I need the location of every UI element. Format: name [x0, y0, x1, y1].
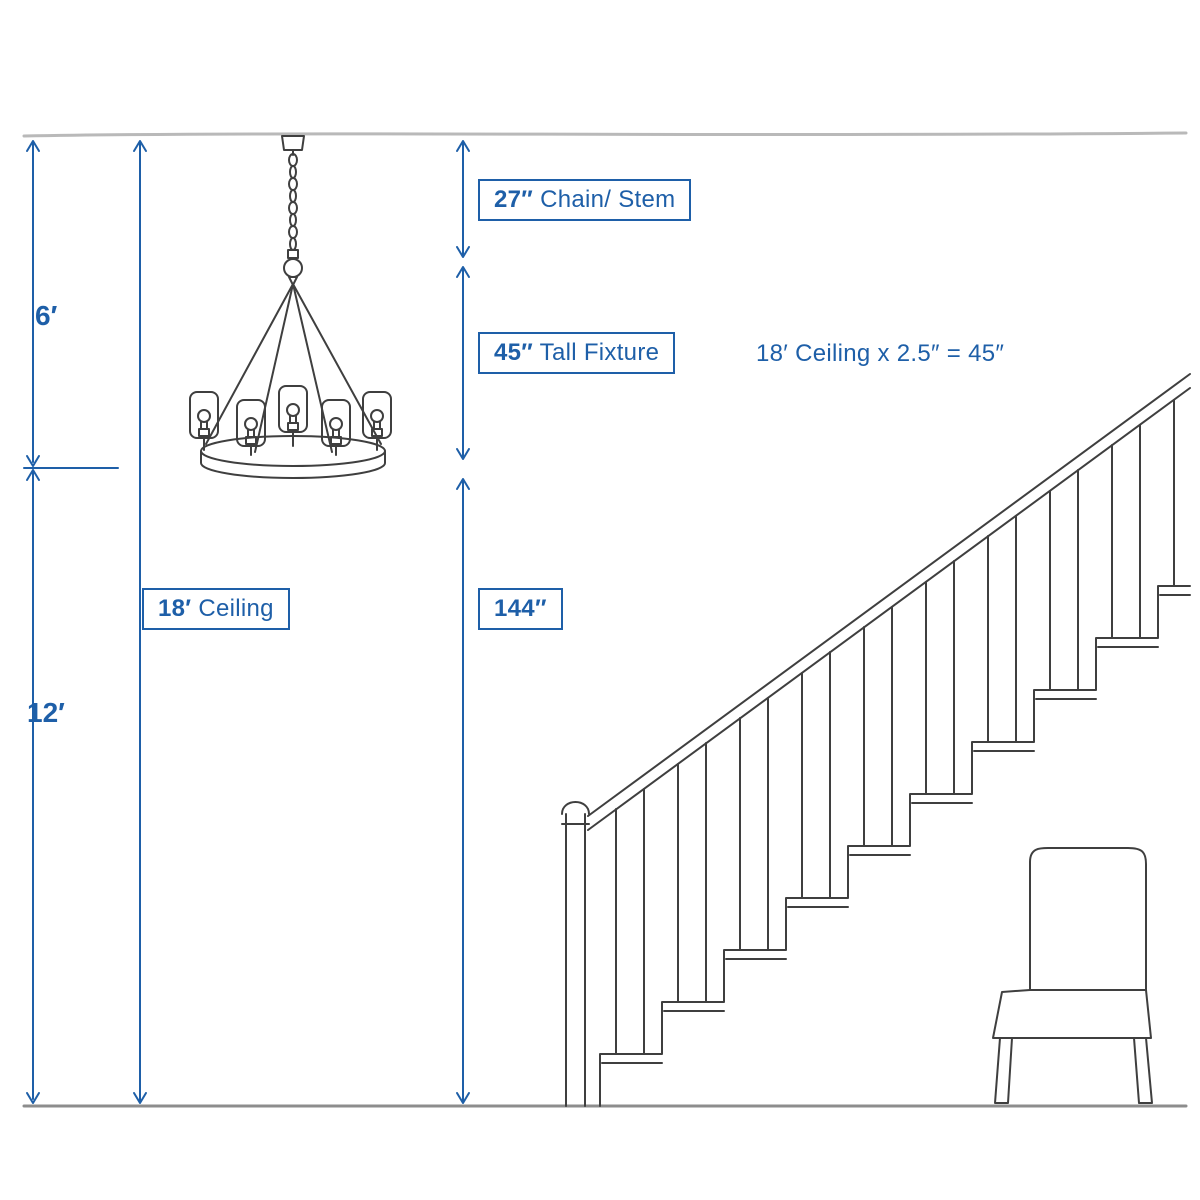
chain-stem-box: 27″ Chain/ Stem — [478, 179, 692, 221]
tall-fixture-box: 45″ Tall Fixture — [478, 332, 676, 374]
lamp-shade — [189, 391, 219, 451]
dimension-line-6ft-12ft — [23, 140, 119, 1104]
ceiling-height-text: Ceiling — [198, 595, 274, 622]
floor-to-fixture-box: 144″ — [478, 588, 563, 630]
ceiling-height-box: 18′ Ceiling — [142, 588, 290, 630]
lamp-shade — [236, 399, 266, 456]
lamp-shade — [362, 391, 392, 451]
ceiling-height-value: 18′ — [158, 595, 192, 622]
tall-fixture-value: 45″ — [494, 339, 534, 366]
six-feet-text: 6′ — [35, 300, 58, 331]
floor-line — [22, 1103, 1188, 1109]
dimension-line-chain-fixture-floor — [456, 140, 470, 1104]
lamp-shade — [278, 385, 308, 447]
twelve-feet-label: 12′ — [27, 697, 65, 729]
ceiling-line — [22, 131, 1188, 138]
chair-sketch — [992, 847, 1153, 1104]
chain-stem-text: Chain/ Stem — [540, 186, 676, 213]
chandelier-sketch — [189, 135, 392, 479]
chain-stem-value: 27″ — [494, 186, 534, 213]
formula-label: 18′ Ceiling x 2.5″ = 45″ — [756, 338, 1004, 370]
dimension-line-18ft-ceiling — [133, 140, 147, 1104]
tall-fixture-text: Tall Fixture — [539, 339, 660, 366]
staircase-sketch — [561, 373, 1191, 1107]
lamp-shade — [321, 399, 351, 456]
floor-to-fixture-value: 144″ — [494, 595, 547, 622]
six-feet-label: 6′ — [35, 300, 57, 332]
twelve-feet-text: 12′ — [27, 697, 65, 728]
formula-text: 18′ Ceiling x 2.5″ = 45″ — [756, 340, 1005, 367]
